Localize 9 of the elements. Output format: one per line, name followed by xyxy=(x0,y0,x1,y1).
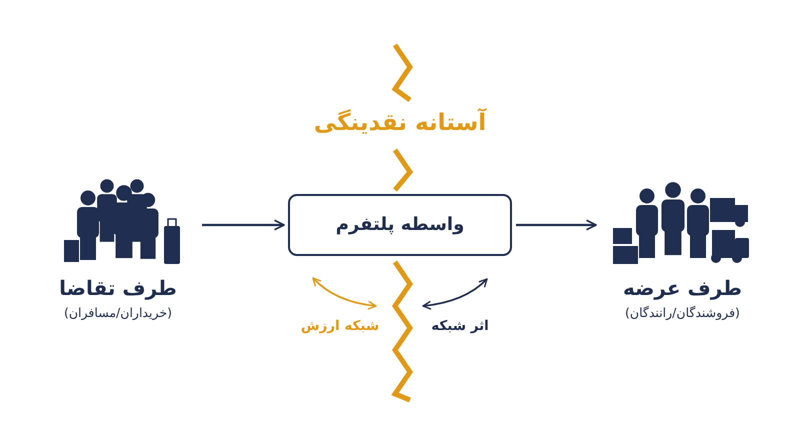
arrow-label: اثر شبکه xyxy=(430,317,490,336)
arrow xyxy=(202,220,285,230)
side-subtitle: (خریداران/مسافران) xyxy=(63,304,173,322)
side-subtitle: (فروشندگان/رانندگان) xyxy=(624,304,741,322)
platform-box: واسطه پلتفرم xyxy=(288,194,512,256)
arrow xyxy=(516,220,597,230)
arrow-label: شبکه ارزش xyxy=(300,317,380,336)
side-title: طرف عرضه xyxy=(622,275,744,302)
side-title: طرف تقاضا xyxy=(58,275,178,302)
